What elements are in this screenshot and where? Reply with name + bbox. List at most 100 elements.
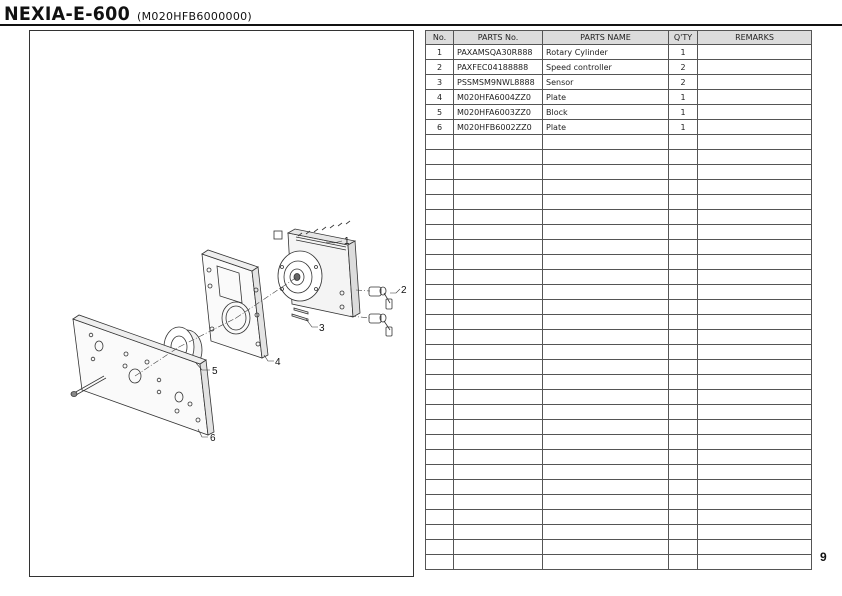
- cell-no: 5: [425, 104, 454, 120]
- cell-parts-name: [542, 134, 669, 150]
- cell-remarks: [697, 479, 812, 495]
- cell-qty: [668, 164, 698, 180]
- cell-remarks: [697, 329, 812, 345]
- cell-qty: [668, 509, 698, 525]
- cell-parts-name: [542, 374, 669, 390]
- cell-parts-name: [542, 419, 669, 435]
- cell-parts-no: [453, 494, 543, 510]
- callout-3: 3: [319, 323, 325, 334]
- table-row: [425, 449, 812, 465]
- cell-qty: [668, 239, 698, 255]
- cell-parts-name: [542, 164, 669, 180]
- callout-5: 5: [212, 366, 218, 377]
- cell-remarks: [697, 134, 812, 150]
- cell-qty: [668, 344, 698, 360]
- cell-parts-no: [453, 434, 543, 450]
- cell-remarks: [697, 434, 812, 450]
- table-row: [425, 239, 812, 255]
- table-row: [425, 539, 812, 555]
- table-row: [425, 329, 812, 345]
- cell-qty: [668, 254, 698, 270]
- cell-remarks: [697, 524, 812, 540]
- cell-no: [425, 479, 454, 495]
- cell-remarks: [697, 194, 812, 210]
- table-row: [425, 464, 812, 480]
- cell-parts-name: [542, 314, 669, 330]
- sensor-part: [291, 307, 309, 322]
- cell-parts-no: [453, 284, 543, 300]
- cell-no: 4: [425, 89, 454, 105]
- table-row: [425, 479, 812, 495]
- cell-no: [425, 419, 454, 435]
- cell-no: 1: [425, 44, 454, 60]
- table-row: [425, 164, 812, 180]
- table-row: [425, 554, 812, 570]
- callout-2: 2: [401, 285, 407, 296]
- cell-parts-no: [453, 554, 543, 570]
- cell-no: [425, 344, 454, 360]
- cell-qty: [668, 389, 698, 405]
- cell-no: 2: [425, 59, 454, 75]
- cell-no: [425, 269, 454, 285]
- cell-no: 6: [425, 119, 454, 135]
- cell-parts-name: [542, 344, 669, 360]
- cell-no: [425, 179, 454, 195]
- cell-no: [425, 494, 454, 510]
- cell-qty: [668, 464, 698, 480]
- table-row: [425, 179, 812, 195]
- table-row: [425, 209, 812, 225]
- cell-remarks: [697, 404, 812, 420]
- cell-parts-no: [453, 374, 543, 390]
- cell-remarks: [697, 449, 812, 465]
- cell-remarks: [697, 104, 812, 120]
- cell-no: [425, 134, 454, 150]
- header-parts-name: PARTS NAME: [542, 30, 669, 45]
- cell-remarks: [697, 44, 812, 60]
- cell-parts-name: [542, 464, 669, 480]
- table-row: [425, 194, 812, 210]
- cell-remarks: [697, 464, 812, 480]
- cell-remarks: [697, 239, 812, 255]
- table-row: [425, 509, 812, 525]
- table-row: [425, 134, 812, 150]
- cell-remarks: [697, 224, 812, 240]
- cell-parts-name: [542, 329, 669, 345]
- cell-remarks: [697, 509, 812, 525]
- callout-6: 6: [210, 433, 216, 444]
- cell-parts-name: Block: [542, 104, 669, 120]
- cell-parts-no: [453, 269, 543, 285]
- cell-qty: 1: [668, 104, 698, 120]
- cell-qty: [668, 404, 698, 420]
- cell-remarks: [697, 164, 812, 180]
- cell-parts-no: [453, 389, 543, 405]
- cell-parts-no: [453, 509, 543, 525]
- cell-parts-name: [542, 389, 669, 405]
- cell-parts-name: [542, 479, 669, 495]
- cell-qty: [668, 209, 698, 225]
- cell-parts-name: [542, 194, 669, 210]
- cell-parts-name: [542, 269, 669, 285]
- cell-remarks: [697, 389, 812, 405]
- cell-no: 3: [425, 74, 454, 90]
- cell-qty: 1: [668, 44, 698, 60]
- cell-parts-name: [542, 524, 669, 540]
- cell-no: [425, 539, 454, 555]
- cell-parts-no: [453, 209, 543, 225]
- cell-parts-no: [453, 419, 543, 435]
- cell-qty: [668, 284, 698, 300]
- cell-no: [425, 464, 454, 480]
- cell-parts-no: [453, 164, 543, 180]
- cell-parts-name: [542, 284, 669, 300]
- cell-parts-name: [542, 254, 669, 270]
- cell-qty: [668, 179, 698, 195]
- page-number: 9: [820, 550, 827, 564]
- cell-parts-no: [453, 224, 543, 240]
- table-row: [425, 299, 812, 315]
- exploded-view-svg: 1 2 3 4 5 6: [70, 220, 407, 444]
- cell-qty: [668, 134, 698, 150]
- table-row: [425, 419, 812, 435]
- cell-remarks: [697, 374, 812, 390]
- header-no: No.: [425, 30, 454, 45]
- cell-parts-no: [453, 254, 543, 270]
